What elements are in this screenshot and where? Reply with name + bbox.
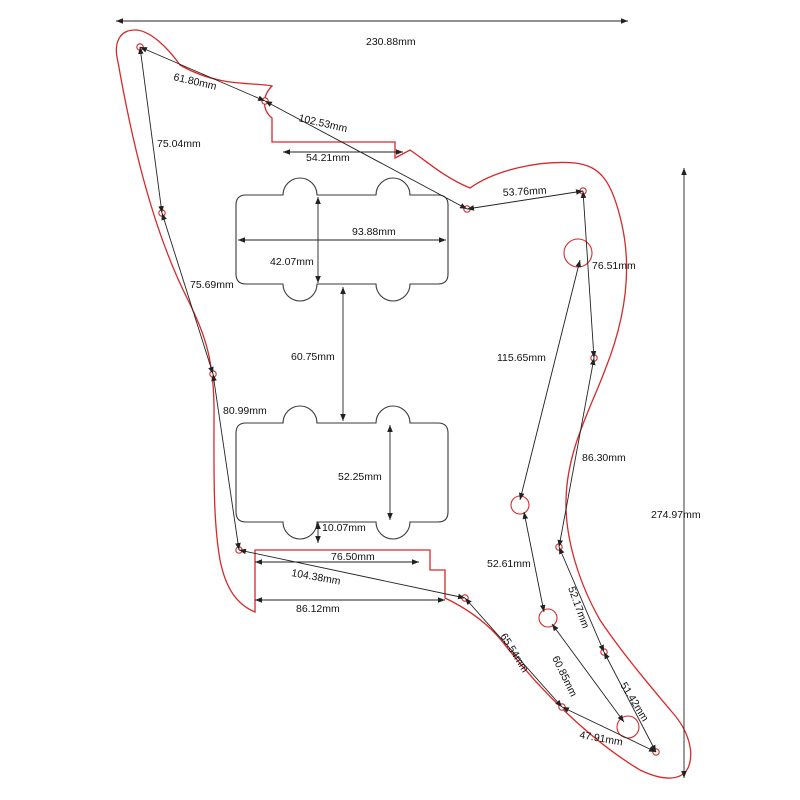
- dimension-label: 80.99mm: [223, 405, 267, 417]
- dimension-label: 76.51mm: [592, 260, 636, 272]
- dimension-labels: 230.88mm274.97mm61.80mm102.53mm54.21mm53…: [157, 36, 701, 749]
- dimension-label: 47.91mm: [578, 729, 623, 748]
- dimension-line: [561, 706, 657, 753]
- dimension-line: [139, 46, 266, 102]
- neck-pickup-route: [235, 177, 449, 302]
- dimension-label: 274.97mm: [651, 509, 701, 521]
- dimension-label: 52.25mm: [338, 471, 382, 483]
- dimension-line: [264, 100, 468, 210]
- dimension-label: 61.80mm: [172, 71, 218, 93]
- dimension-line: [464, 597, 563, 708]
- dimension-label: 53.76mm: [503, 185, 548, 199]
- dimension-label: 52.61mm: [487, 558, 531, 570]
- dimension-label: 75.69mm: [190, 279, 234, 291]
- pickguard-outline: [115, 29, 692, 779]
- dimension-label: 42.07mm: [270, 256, 314, 268]
- dimension-label: 65.54mm: [497, 631, 531, 675]
- dimension-line: [522, 511, 546, 613]
- knob-hole-middle: [538, 608, 558, 628]
- dimension-label: 52.17mm: [565, 585, 591, 630]
- dimension-label: 230.88mm: [366, 36, 416, 48]
- dimension-label: 10.07mm: [322, 522, 366, 534]
- dimension-label: 60.85mm: [549, 654, 579, 699]
- bridge-pickup-route: [235, 405, 449, 540]
- dimension-line: [580, 190, 597, 359]
- dimension-line: [558, 546, 605, 653]
- dimension-label: 60.75mm: [291, 351, 335, 363]
- dimension-label: 76.50mm: [331, 551, 375, 563]
- dimension-line: [238, 548, 466, 600]
- dimension-line: [211, 373, 241, 551]
- dimension-line: [518, 259, 582, 501]
- screw-holes: [136, 43, 660, 756]
- dimension-label: 86.30mm: [582, 452, 626, 464]
- dimension-label: 54.21mm: [306, 152, 350, 164]
- dimension-line: [138, 46, 164, 214]
- dimension-label: 75.04mm: [157, 138, 201, 150]
- dimension-line: [466, 189, 584, 211]
- dimension-line: [161, 212, 214, 375]
- dimension-label: 115.65mm: [497, 352, 546, 364]
- dimension-label: 86.12mm: [296, 603, 340, 615]
- dimension-label: 93.88mm: [352, 226, 396, 238]
- dimension-lines: [116, 18, 687, 778]
